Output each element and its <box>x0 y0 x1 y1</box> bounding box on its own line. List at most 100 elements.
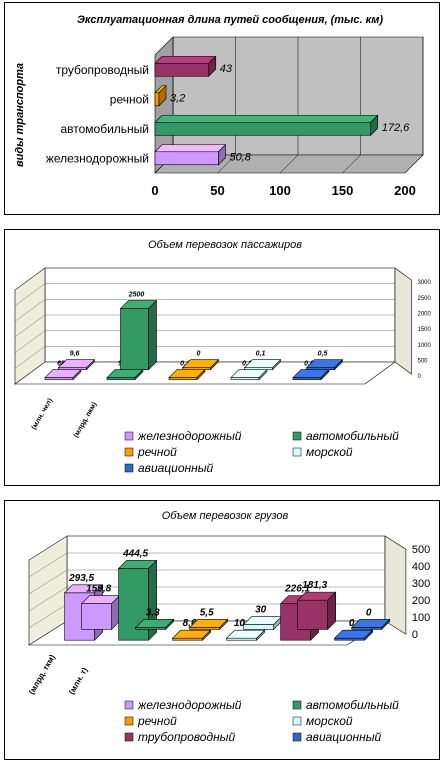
bar-side-авиационный-row2 <box>320 368 330 381</box>
data-label: 8,6 <box>183 618 197 629</box>
category-label: трубопроводный <box>56 63 149 77</box>
legend-swatch <box>124 463 134 473</box>
x-tick-label: 50 <box>210 183 224 198</box>
bar-side-железнодорожный-row2 <box>72 368 82 381</box>
plot-right-wall <box>384 535 407 635</box>
legend-swatch <box>292 447 302 457</box>
bar-side-авиационный-row1 <box>381 618 391 631</box>
data-label: 444,5 <box>122 548 148 559</box>
y-side-gridline <box>14 361 46 385</box>
bar-side-речной-row2 <box>196 368 206 381</box>
chart-title: Объем перевозок пассажиров <box>148 239 302 251</box>
bar-автомобильный-row1 <box>120 308 149 370</box>
data-label: 5,5 <box>200 607 214 618</box>
data-label: 0,1 <box>256 351 266 358</box>
data-label: 181,3 <box>302 580 327 591</box>
y-tick-label: 500 <box>412 544 430 556</box>
row-label: (млрд. пкм) <box>73 401 99 439</box>
bar-side-автомобильный-row2 <box>134 368 144 381</box>
legend-label: морской <box>306 714 353 728</box>
legend-swatch <box>124 431 134 441</box>
data-label: 0 <box>197 351 201 358</box>
data-label: 0 <box>349 618 355 629</box>
legend-label: автомобильный <box>306 429 399 443</box>
bar-авиационный-row1 <box>351 627 383 630</box>
bar-side-3 <box>208 55 217 77</box>
category-label: речной <box>110 92 149 106</box>
data-label: 0 <box>366 607 372 618</box>
bar-side-1 <box>370 114 379 136</box>
y-side-gridline <box>28 569 68 595</box>
x-floor-line <box>404 154 424 174</box>
bar-морской-row1 <box>243 624 274 630</box>
bar-железнодорожный-row1 <box>81 603 112 630</box>
y-axis-label: виды транспорта <box>14 63 26 167</box>
x-floor-line <box>342 154 361 174</box>
bar-side-речной-row2 <box>202 629 211 641</box>
legend-swatch <box>292 716 302 726</box>
y-tick-label: 200 <box>412 595 430 607</box>
bar-трубопроводный-row1 <box>297 599 329 630</box>
bar-side-речной-row1 <box>210 358 219 371</box>
data-label: 0,4 <box>180 361 190 368</box>
bar-side-железнодорожный-row1 <box>86 358 95 371</box>
bar-side-морской-row2 <box>256 629 265 641</box>
x-floor-line <box>217 154 236 174</box>
legend-swatch <box>124 447 134 457</box>
y-side-gridline <box>28 535 68 561</box>
y-side-gridline <box>14 283 46 306</box>
bar-top-3 <box>154 55 217 64</box>
y-side-gridline <box>14 330 46 353</box>
bar-side-авиационный-row1 <box>334 358 343 371</box>
y-tick-label: 500 <box>418 358 429 364</box>
bar-side-2 <box>158 85 167 107</box>
y-tick-label: 100 <box>412 612 430 624</box>
y-tick-label: 2000 <box>418 311 432 317</box>
bar-3 <box>154 62 210 77</box>
legend-label: речной <box>137 445 177 459</box>
data-label: 0,1 <box>242 361 252 368</box>
x-tick-label: 100 <box>269 183 291 198</box>
y-tick-label: 3000 <box>418 280 432 286</box>
legend-label: железнодорожный <box>137 698 242 712</box>
bar-side-трубопроводный-row1 <box>327 591 337 631</box>
legend-label: трубопроводный <box>138 730 236 744</box>
passenger-chart-svg: Объем перевозок пассажиров05001000150020… <box>14 239 432 475</box>
data-label: 3,2 <box>170 92 185 104</box>
y-side-gridline <box>28 552 68 578</box>
category-label: железнодорожный <box>46 151 149 165</box>
bar-side-морской-row2 <box>258 368 268 381</box>
data-label: 68 <box>57 361 65 368</box>
bar-side-автомобильный-row1 <box>165 618 174 631</box>
chart-title: Эксплуатационная длина путей сообщения, … <box>77 14 383 26</box>
category-label: автомобильный <box>60 122 149 136</box>
data-label: 2500 <box>128 292 145 299</box>
data-label: 10,2 <box>234 618 254 629</box>
legend-label: речной <box>137 714 177 728</box>
legend-swatch <box>292 732 302 742</box>
bar-top-1 <box>154 114 379 123</box>
legend-label: авиационный <box>306 730 382 744</box>
y-tick-label: 0 <box>412 629 418 641</box>
x-tick-label: 200 <box>394 183 416 198</box>
y-tick-label: 2500 <box>418 296 432 302</box>
y-tick-label: 400 <box>412 561 430 573</box>
legend-swatch <box>124 700 134 710</box>
bar-side-автомобильный-row1 <box>148 299 157 371</box>
data-label: 159,8 <box>86 584 111 595</box>
legend-swatch <box>292 700 302 710</box>
data-label: 30 <box>255 605 267 616</box>
bar-side-авиационный-row2 <box>364 629 373 641</box>
legend-swatch <box>124 716 134 726</box>
data-label: 43 <box>220 63 233 75</box>
y-side-gridline <box>14 267 46 291</box>
x-tick-label: 150 <box>332 183 354 198</box>
y-side-gridline <box>14 314 46 338</box>
legend-label: автомобильный <box>306 698 399 712</box>
cargo-chart-svg: Объем перевозок грузов0100200300400500(м… <box>27 510 430 744</box>
legend-label: авиационный <box>138 461 214 475</box>
data-label: 226,1 <box>284 584 310 595</box>
bar-1 <box>154 121 372 136</box>
